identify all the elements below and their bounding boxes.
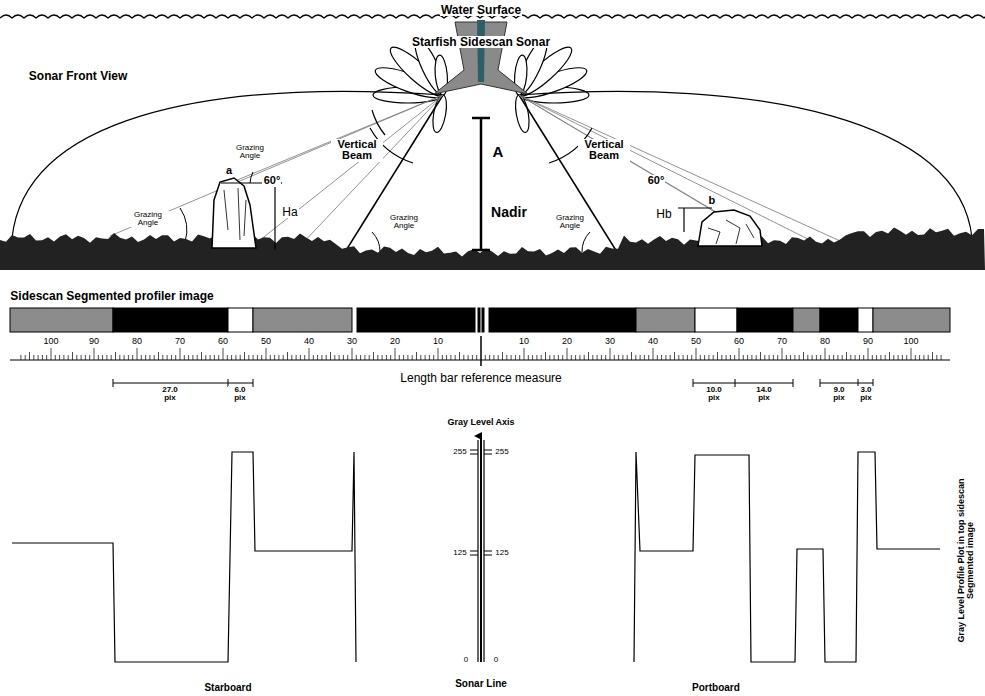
ruler-ticks [21, 348, 941, 360]
label: Hb [655, 208, 672, 221]
ruler-line [10, 360, 950, 361]
label: 27.0 pix [156, 386, 184, 403]
label: 60 [733, 337, 745, 346]
label: Vertical Beam [331, 139, 383, 162]
label: Grazing Angle [229, 144, 271, 161]
rock-a [212, 178, 256, 248]
label: 70 [174, 337, 186, 346]
label: 90 [88, 337, 100, 346]
nadir-line [480, 118, 483, 250]
label: Gray Level Profile Plot in top sidescan … [957, 474, 976, 646]
label: 20 [389, 337, 401, 346]
label: 60 [217, 337, 229, 346]
label: Sonar Front View [28, 70, 128, 83]
label: 60° [647, 175, 666, 187]
seabed [0, 228, 985, 270]
label: 10 [518, 337, 530, 346]
height-line-a [274, 183, 275, 250]
label: Nadir [490, 205, 528, 220]
gray-level-profile [12, 452, 940, 662]
grazing-arc [180, 208, 187, 242]
label: Sidescan Segmented profiler image [9, 290, 214, 303]
angle-arc [372, 110, 385, 135]
label: Grazing Angle [549, 214, 591, 231]
label: 100 [903, 337, 920, 346]
label: 10.0 pix [700, 386, 728, 403]
rock-b [698, 210, 762, 246]
beam-edge [519, 95, 617, 252]
beam-rays [110, 95, 860, 250]
label: 3.0 pix [854, 386, 878, 403]
segmented-bar [10, 308, 950, 332]
label: 100 [43, 337, 60, 346]
label: 125 [452, 549, 467, 557]
label: Water Surface [440, 4, 522, 17]
label: 70 [776, 337, 788, 346]
beam-edge [345, 95, 443, 252]
label: 255 [452, 448, 467, 456]
label: 50 [260, 337, 272, 346]
label: Length bar reference measure [399, 372, 562, 385]
label: A [492, 144, 505, 160]
label: 40 [647, 337, 659, 346]
label: 0 [493, 656, 499, 664]
label: 0 [463, 656, 469, 664]
label: 50 [690, 337, 702, 346]
label: 30 [346, 337, 358, 346]
gray-level-axis [470, 436, 492, 662]
label: 80 [131, 337, 143, 346]
label: b [708, 195, 717, 207]
label: 255 [494, 448, 509, 456]
label: a [225, 165, 233, 177]
label: Ha [281, 206, 298, 219]
label: Starboard [203, 683, 252, 694]
label: 6.0 pix [228, 386, 252, 403]
grazing-arc [582, 232, 590, 252]
label: Portboard [691, 683, 741, 694]
label: Sonar Line [454, 679, 508, 690]
height-line-b [683, 208, 684, 232]
label: 10 [432, 337, 444, 346]
label: Gray Level Axis [446, 418, 515, 427]
label: Vertical Beam [578, 139, 630, 162]
label: 125 [494, 549, 509, 557]
grazing-arc [250, 172, 253, 183]
grazing-arc [372, 232, 380, 252]
label: 30 [604, 337, 616, 346]
label: 9.0 pix [827, 386, 851, 403]
label: 14.0 pix [750, 386, 778, 403]
sonar-mast [477, 20, 485, 82]
label: 60° [263, 175, 282, 187]
label: 40 [303, 337, 315, 346]
label: 20 [561, 337, 573, 346]
label: Starfish Sidescan Sonar [411, 36, 551, 49]
label: 80 [819, 337, 831, 346]
label: Grazing Angle [383, 214, 425, 231]
label: Grazing Angle [127, 211, 169, 228]
label: 90 [862, 337, 874, 346]
